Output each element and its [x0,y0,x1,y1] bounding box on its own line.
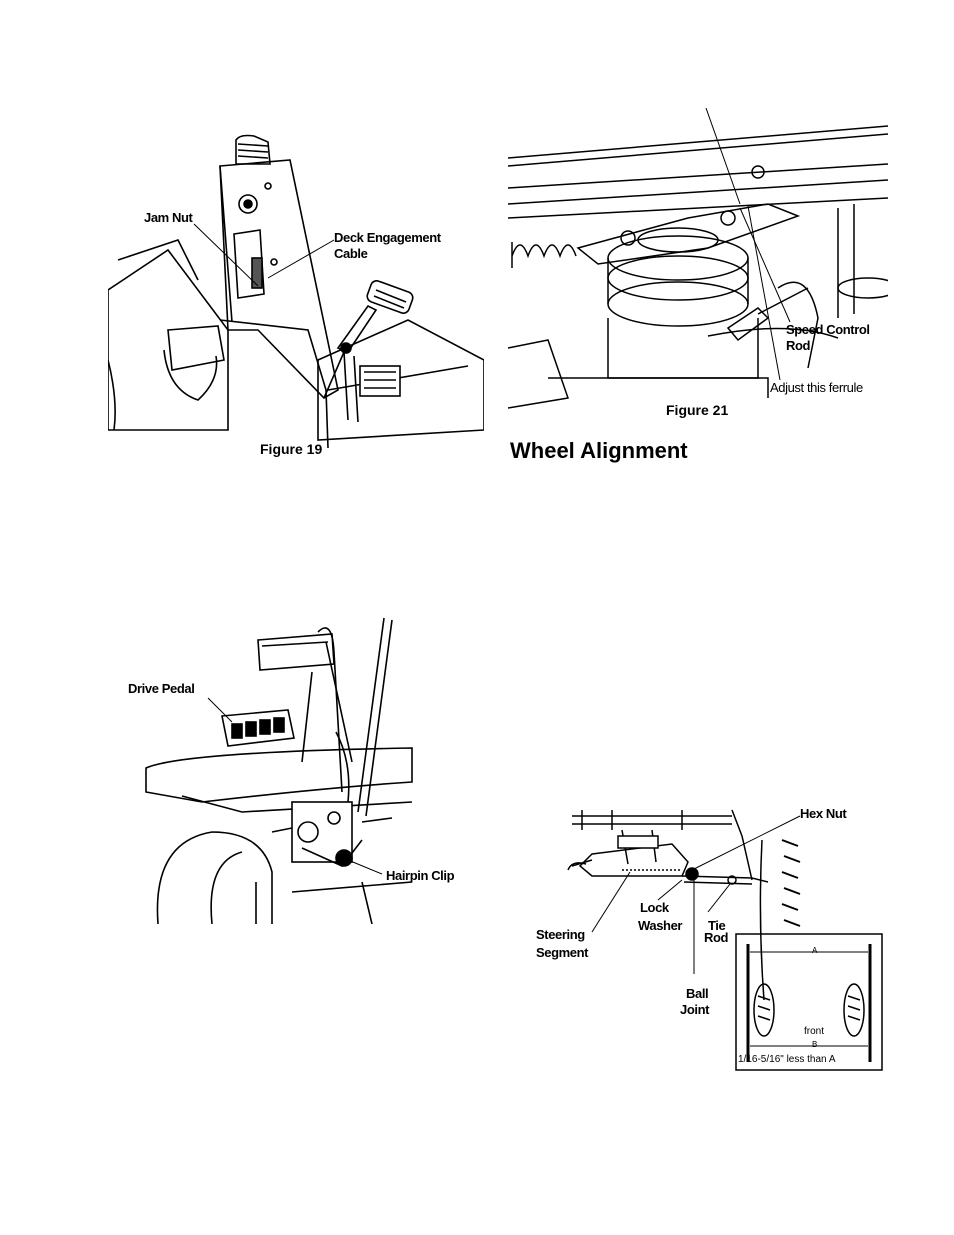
deck-engagement-cable-label-line1: Deck Engagement [334,230,441,245]
alignment-note: 1/16-5/16" less than A [738,1054,836,1065]
lock-washer-label-line2: Washer [638,918,682,933]
speed-control-rod-label-line1: Speed Control [786,322,870,337]
steering-segment-label-line1: Steering [536,927,585,942]
deck-engagement-cable-label-line2: Cable [334,246,367,261]
section-heading: Wheel Alignment [510,438,688,464]
figure-21: Speed Control Rod Adjust this ferrule Fi… [508,108,888,458]
figure-21-caption: Figure 21 [666,402,728,418]
tie-rod-label-line2: Rod [704,930,728,945]
figure-19-drawing [108,130,484,458]
speed-control-rod-label-line2: Rod [786,338,810,353]
hairpin-clip-label: Hairpin Clip [386,868,454,883]
jam-nut-label: Jam Nut [144,210,193,225]
ball-joint-label-line2: Joint [680,1002,709,1017]
front-label: front [804,1026,824,1037]
drive-pedal-label: Drive Pedal [128,681,194,696]
dimension-b-label: B [812,1040,817,1049]
figure-drive-pedal: Drive Pedal Hairpin Clip [122,612,472,924]
steering-segment-label-line2: Segment [536,945,588,960]
hex-nut-label: Hex Nut [800,806,846,821]
lock-washer-label-line1: Lock [640,900,669,915]
dimension-a-label: A [812,946,817,955]
figure-steering: Hex Nut Lock Washer Tie Rod Steering Seg… [532,800,884,1072]
ball-joint-label-line1: Ball [686,986,708,1001]
adjust-ferrule-label: Adjust this ferrule [770,380,863,395]
figure-19-caption: Figure 19 [260,441,322,457]
figure-19: Jam Nut Deck Engagement Cable Figure 19 [108,130,484,458]
